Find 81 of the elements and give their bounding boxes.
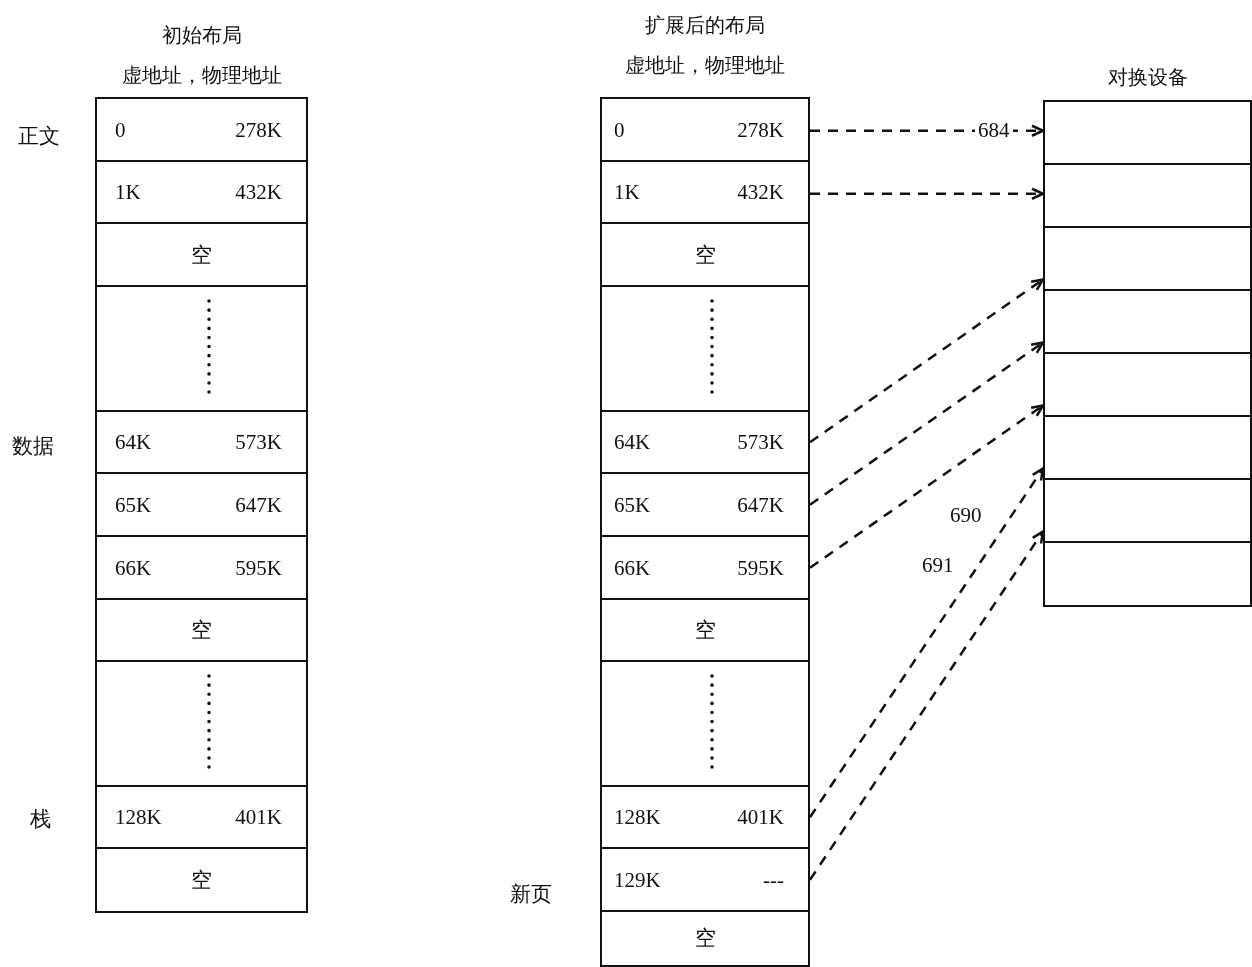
column-heading: 扩展后的布局 xyxy=(644,13,766,38)
memory-row xyxy=(600,285,810,413)
column-heading: 虚地址，物理地址 xyxy=(120,63,283,88)
physical-address: 573K xyxy=(737,429,784,455)
memory-row xyxy=(1043,226,1252,292)
physical-address: 432K xyxy=(737,179,784,205)
memory-row xyxy=(95,410,308,475)
memory-row xyxy=(1043,478,1252,544)
physical-address: 278K xyxy=(737,117,784,143)
virtual-address: 0 xyxy=(614,117,625,143)
physical-address: 278K xyxy=(235,117,282,143)
memory-row xyxy=(600,222,810,288)
virtual-address: 64K xyxy=(115,429,152,455)
physical-address: 573K xyxy=(235,429,282,455)
memory-row xyxy=(95,160,308,225)
virtual-address: 1K xyxy=(115,179,141,205)
dashed-arrow xyxy=(808,530,1045,881)
memory-row xyxy=(95,598,308,663)
column-heading: 对换设备 xyxy=(1106,65,1189,90)
physical-address: 595K xyxy=(737,555,784,581)
memory-row xyxy=(600,97,810,163)
physical-address: 432K xyxy=(235,179,282,205)
memory-row xyxy=(95,847,308,913)
memory-row xyxy=(600,410,810,475)
physical-address: 647K xyxy=(235,492,282,518)
memory-row xyxy=(600,598,810,663)
physical-address: 401K xyxy=(235,804,282,830)
memory-row xyxy=(95,285,308,413)
side-label: 新页 xyxy=(510,881,552,908)
physical-address: 401K xyxy=(737,804,784,830)
virtual-address: 65K xyxy=(115,492,152,518)
empty-label: 空 xyxy=(694,241,716,269)
memory-row xyxy=(1043,100,1252,166)
virtual-address: 1K xyxy=(614,179,640,205)
memory-row xyxy=(600,660,810,788)
memory-row xyxy=(95,222,308,288)
virtual-address: 0 xyxy=(115,117,126,143)
dashed-arrow xyxy=(809,341,1045,506)
dashed-arrow xyxy=(810,187,1045,200)
column-heading: 初始布局 xyxy=(160,23,243,48)
empty-label: 空 xyxy=(191,617,212,645)
empty-label: 空 xyxy=(191,241,212,269)
virtual-address: 128K xyxy=(115,804,162,830)
memory-row xyxy=(600,910,810,967)
memory-row xyxy=(600,785,810,850)
memory-row xyxy=(95,785,308,850)
physical-address: 595K xyxy=(235,555,282,581)
memory-row xyxy=(600,160,810,225)
empty-label: 空 xyxy=(191,866,212,894)
memory-row xyxy=(600,535,810,601)
virtual-address: 66K xyxy=(115,555,152,581)
empty-label: 空 xyxy=(694,617,716,645)
memory-row xyxy=(1043,163,1252,229)
physical-address: 647K xyxy=(737,492,784,518)
virtual-address: 128K xyxy=(614,804,661,830)
memory-row xyxy=(1043,541,1252,607)
empty-label: 空 xyxy=(694,925,716,953)
slot-number: 690 xyxy=(950,503,982,528)
memory-row xyxy=(1043,352,1252,418)
memory-row xyxy=(95,97,308,163)
virtual-address: 64K xyxy=(614,429,651,455)
dashed-arrow xyxy=(809,278,1045,444)
memory-row xyxy=(600,847,810,913)
memory-row xyxy=(95,472,308,538)
dashed-arrow xyxy=(810,124,1045,137)
side-label: 正文 xyxy=(18,123,60,150)
side-label: 数据 xyxy=(12,433,54,460)
column-heading: 虚地址，物理地址 xyxy=(624,53,786,78)
memory-row xyxy=(600,472,810,538)
side-label: 栈 xyxy=(30,806,51,833)
memory-row xyxy=(1043,289,1252,355)
virtual-address: 129K xyxy=(614,867,661,893)
physical-address: --- xyxy=(763,867,784,893)
dashed-arrow xyxy=(808,467,1045,818)
memory-row xyxy=(95,535,308,601)
virtual-address: 65K xyxy=(614,492,651,518)
memory-row xyxy=(1043,415,1252,481)
slot-number: 691 xyxy=(922,553,954,578)
virtual-address: 66K xyxy=(614,555,651,581)
dashed-arrow xyxy=(809,404,1045,569)
memory-row xyxy=(95,660,308,788)
